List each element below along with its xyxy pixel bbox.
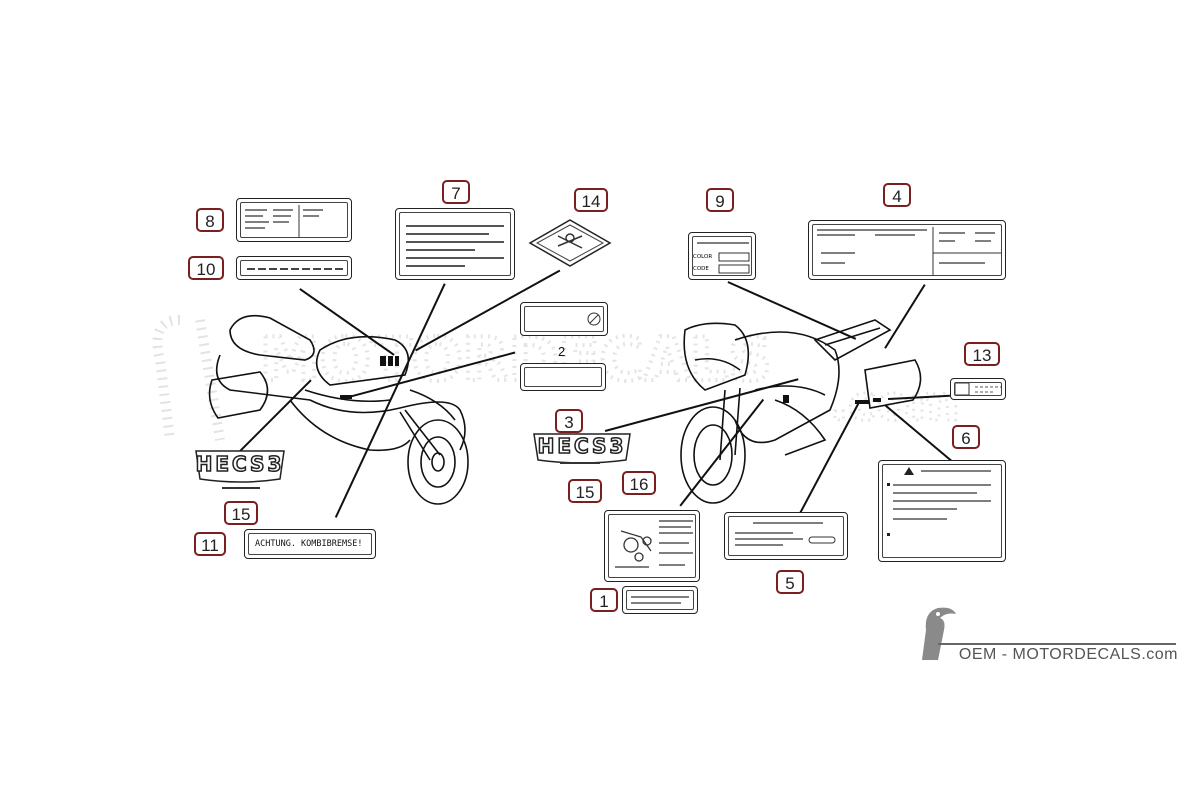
decal-7 (395, 208, 515, 280)
callout-16: 16 (622, 471, 656, 495)
decal-1 (622, 586, 698, 614)
callout-4: 4 (883, 183, 911, 207)
decal-16-content (615, 520, 693, 568)
decal-13 (950, 378, 1006, 400)
toucan-logo-icon (922, 607, 956, 660)
callout-2: 2 (558, 344, 566, 359)
code-label: CODE (693, 266, 709, 272)
decal-9-fields (697, 242, 750, 274)
callout-5: 5 (776, 570, 804, 594)
callout-9: 9 (706, 188, 734, 212)
decal-5-content (735, 522, 836, 546)
callout-15-left: 15 (224, 501, 258, 525)
callout-13: 13 (964, 342, 1000, 366)
color-label: COLOR (693, 254, 713, 260)
hecs-badge-left (195, 450, 285, 483)
decal-14 (528, 219, 612, 267)
brand-divider (938, 643, 1176, 645)
callout-3: 3 (555, 409, 583, 433)
decal-6-content (887, 467, 991, 536)
decal-4-content (817, 227, 1001, 275)
decal-11: ACHTUNG. KOMBIBREMSE! (244, 529, 376, 559)
callout-10: 10 (188, 256, 224, 280)
callout-14: 14 (574, 188, 608, 212)
decal-5 (724, 512, 848, 560)
decal-4 (808, 220, 1006, 280)
decal-9: COLOR CODE (688, 232, 756, 280)
hecs-text-right: HECS3 (537, 433, 627, 459)
callout-6: 6 (952, 425, 980, 449)
callout-15-right: 15 (568, 479, 602, 503)
hecs-text-left: HECS3 (195, 451, 285, 477)
hecs-underline-left (222, 487, 260, 489)
brand-text: OEM - MOTORDECALS.com (958, 646, 1178, 663)
achtung-text: ACHTUNG. KOMBIBREMSE! (255, 539, 363, 549)
decal-2 (520, 302, 608, 336)
callout-7: 7 (442, 180, 470, 204)
decal-6 (878, 460, 1006, 562)
callout-8: 8 (196, 208, 224, 232)
decal-16 (604, 510, 700, 582)
decal-3 (520, 363, 606, 391)
decal-10 (236, 256, 352, 280)
callout-11: 11 (194, 532, 226, 556)
hecs-underline-right (560, 462, 600, 464)
callout-1: 1 (590, 588, 618, 612)
svg-text:MOTORDECALS: MOTORDECALS (260, 325, 772, 395)
motorcycle-left-illustration (208, 314, 469, 505)
decal-8 (236, 198, 352, 242)
